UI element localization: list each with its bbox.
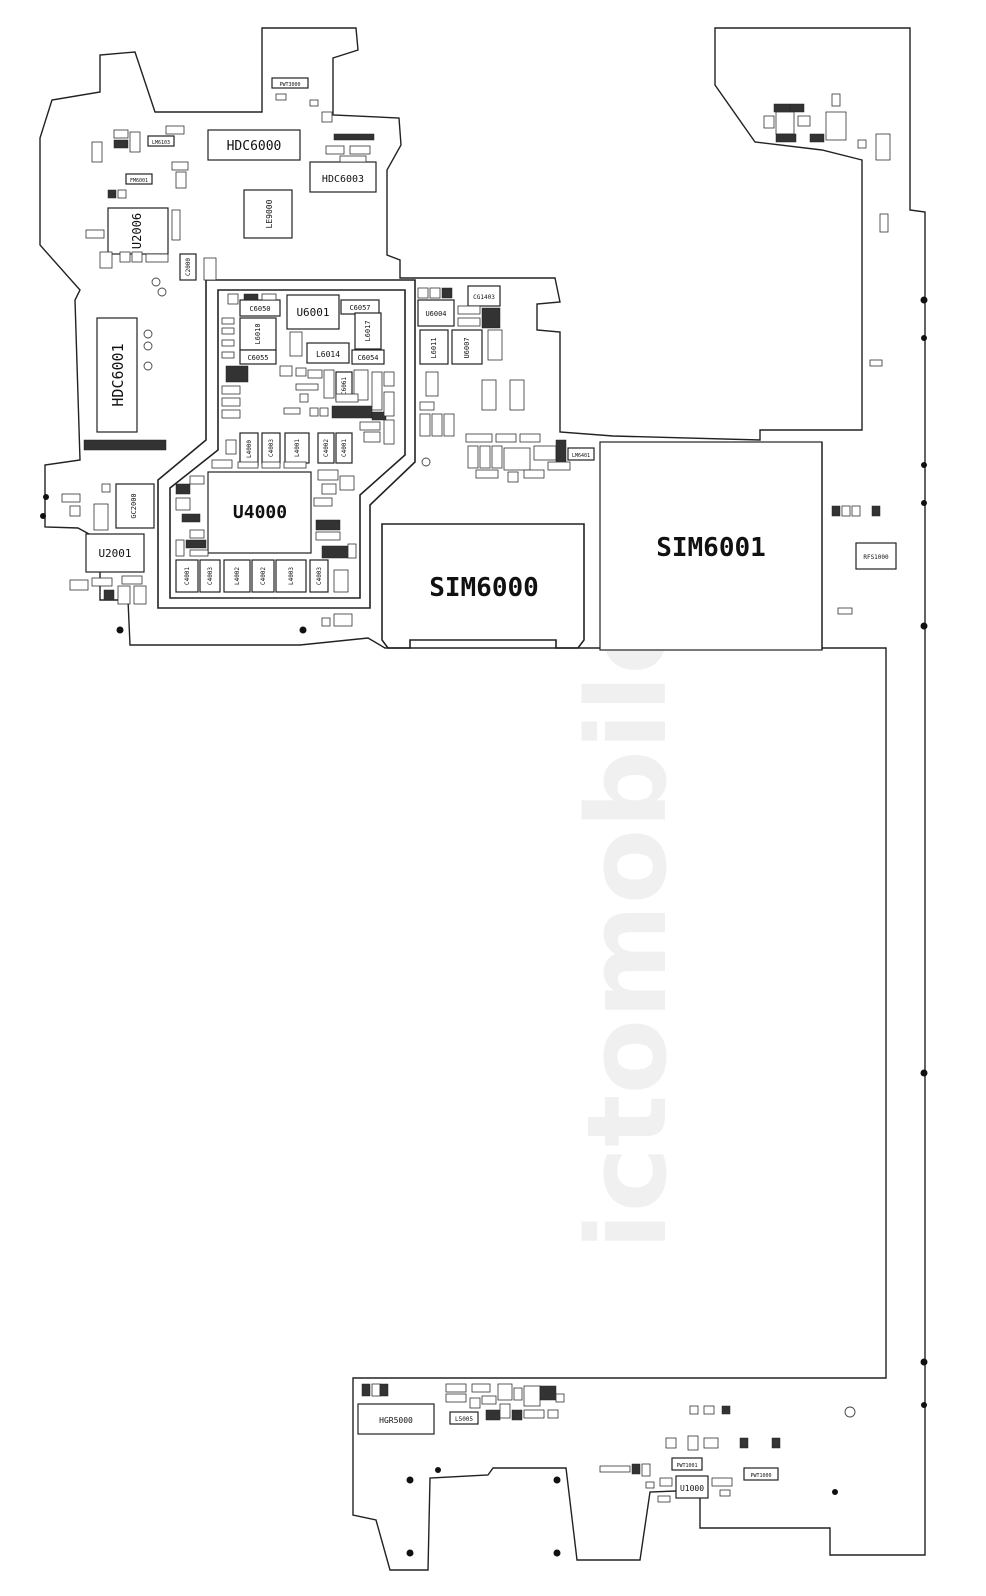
c2000-part: C2000 <box>179 253 197 281</box>
u6007-chip: U6007 <box>451 329 483 365</box>
c4001-bottom-part: C4001 <box>175 559 199 593</box>
l6017-label: L6017 <box>364 320 372 341</box>
u6004-chip: U6004 <box>417 299 455 327</box>
c4003-top-label: C4003 <box>268 439 275 457</box>
pwt1000-label: PWT1000 <box>750 1473 771 1479</box>
l4003-part: L4003 <box>275 559 307 593</box>
l6010-label: L6010 <box>254 323 262 344</box>
l5005-part: L5005 <box>449 1411 479 1425</box>
l4003-label: L4003 <box>288 567 295 585</box>
c6050-part: C6050 <box>239 299 281 317</box>
c4003-right-label: C4003 <box>316 567 323 585</box>
c6054-label: C6054 <box>357 354 378 362</box>
c4003-bottom-part: C4003 <box>199 559 221 593</box>
l4002-part: L4002 <box>223 559 251 593</box>
shield-frame-inner <box>169 289 406 599</box>
l4001-label: L4001 <box>294 439 301 457</box>
c6057-part: C6057 <box>340 299 380 315</box>
c6054-part: C6054 <box>351 349 385 365</box>
hdc6001-part: HDC6001 <box>96 317 138 433</box>
c4001-top-label: C4001 <box>341 439 348 457</box>
l6017-part: L6017 <box>354 312 382 350</box>
l6014-part: L6014 <box>306 342 350 364</box>
u1000-chip: U1000 <box>675 1475 709 1499</box>
u2006-label: U2006 <box>130 213 144 249</box>
c4003-top-part: C4003 <box>261 432 281 464</box>
fm6001-label: FM6001 <box>130 178 148 184</box>
u6004-label: U6004 <box>425 310 446 318</box>
l6011-label: L6011 <box>430 337 438 358</box>
l4000-label: L4000 <box>246 440 253 458</box>
l6014-label: L6014 <box>316 350 340 359</box>
u4000-chip: U4000 <box>207 471 312 554</box>
rfs1000-label: RFS1000 <box>863 554 889 561</box>
c4002-bottom-label: C4002 <box>260 567 267 585</box>
gc2000-part: GC2000 <box>115 483 155 529</box>
le9000-label: LE9000 <box>265 199 274 228</box>
lm6401-label: LM6401 <box>572 453 590 459</box>
board-outline-upper-left <box>39 27 926 1571</box>
l4001-part: L4001 <box>284 432 310 464</box>
shield-frame-outer <box>157 279 416 609</box>
hgr5000-part: HGR5000 <box>357 1403 435 1435</box>
hdc6003-label: HDC6003 <box>322 174 364 185</box>
c6057-label: C6057 <box>349 304 370 312</box>
sim6001-label: SIM6001 <box>656 533 766 563</box>
l5005-label: L5005 <box>455 1416 473 1423</box>
cg1403-part: CG1403 <box>467 285 501 307</box>
u4000-label: U4000 <box>233 502 287 523</box>
pwt3000-part: PWT3000 <box>271 77 309 89</box>
c6055-part: C6055 <box>239 349 277 365</box>
c6050-label: C6050 <box>249 305 270 313</box>
c4003-bottom-label: C4003 <box>207 567 214 585</box>
lm6103-part: LM6103 <box>147 135 175 147</box>
u6001-label: U6001 <box>296 306 329 319</box>
u6007-label: U6007 <box>463 337 471 358</box>
watermark-text: ictomobile <box>563 600 691 1250</box>
le9000-part: LE9000 <box>243 189 293 239</box>
cg1403-label: CG1403 <box>473 294 495 301</box>
c4002-top-label: C4002 <box>323 439 330 457</box>
pwt1001-label: PWT1001 <box>676 1463 697 1469</box>
sim6000-label: SIM6000 <box>429 573 539 603</box>
small-components <box>61 93 891 1503</box>
pwt3000-label: PWT3000 <box>279 82 300 88</box>
c4002-top-part: C4002 <box>317 432 335 464</box>
c4003-right-part: C4003 <box>309 559 329 593</box>
sim6001-tray: SIM6001 <box>599 441 823 651</box>
c6061-label: C6061 <box>341 377 348 395</box>
hdc6000-label: HDC6000 <box>227 139 282 154</box>
hgr5000-label: HGR5000 <box>379 1416 413 1425</box>
gc2000-label: GC2000 <box>130 493 138 518</box>
u1000-label: U1000 <box>680 1484 704 1493</box>
l6011-part: L6011 <box>419 329 449 365</box>
l4002-label: L4002 <box>234 567 241 585</box>
pwt1000-part: PWT1000 <box>743 1467 779 1481</box>
u2006-chip: U2006 <box>107 207 169 255</box>
pwt1001-part: PWT1001 <box>671 1457 703 1471</box>
rfs1000-part: RFS1000 <box>855 542 897 570</box>
lm6401-part: LM6401 <box>567 447 595 461</box>
u6001-chip: U6001 <box>286 294 340 330</box>
lm6103-label: LM6103 <box>152 140 170 146</box>
l4000-part: L4000 <box>239 432 259 466</box>
hdc6003-part: HDC6003 <box>309 161 377 193</box>
c6055-label: C6055 <box>247 354 268 362</box>
mounting-holes <box>40 296 928 1557</box>
l6010-part: L6010 <box>239 317 277 351</box>
hdc6001-label: HDC6001 <box>109 343 127 406</box>
u2001-chip: U2001 <box>85 533 145 573</box>
c4001-top-part: C4001 <box>335 432 353 464</box>
fm6001-part: FM6001 <box>125 173 153 185</box>
sim6000-tray: SIM6000 <box>381 523 585 649</box>
u2001-label: U2001 <box>98 547 131 560</box>
c4002-bottom-part: C4002 <box>251 559 275 593</box>
c4001-bottom-label: C4001 <box>184 567 191 585</box>
hdc6000-part: HDC6000 <box>207 129 301 161</box>
c2000-label: C2000 <box>185 258 192 276</box>
